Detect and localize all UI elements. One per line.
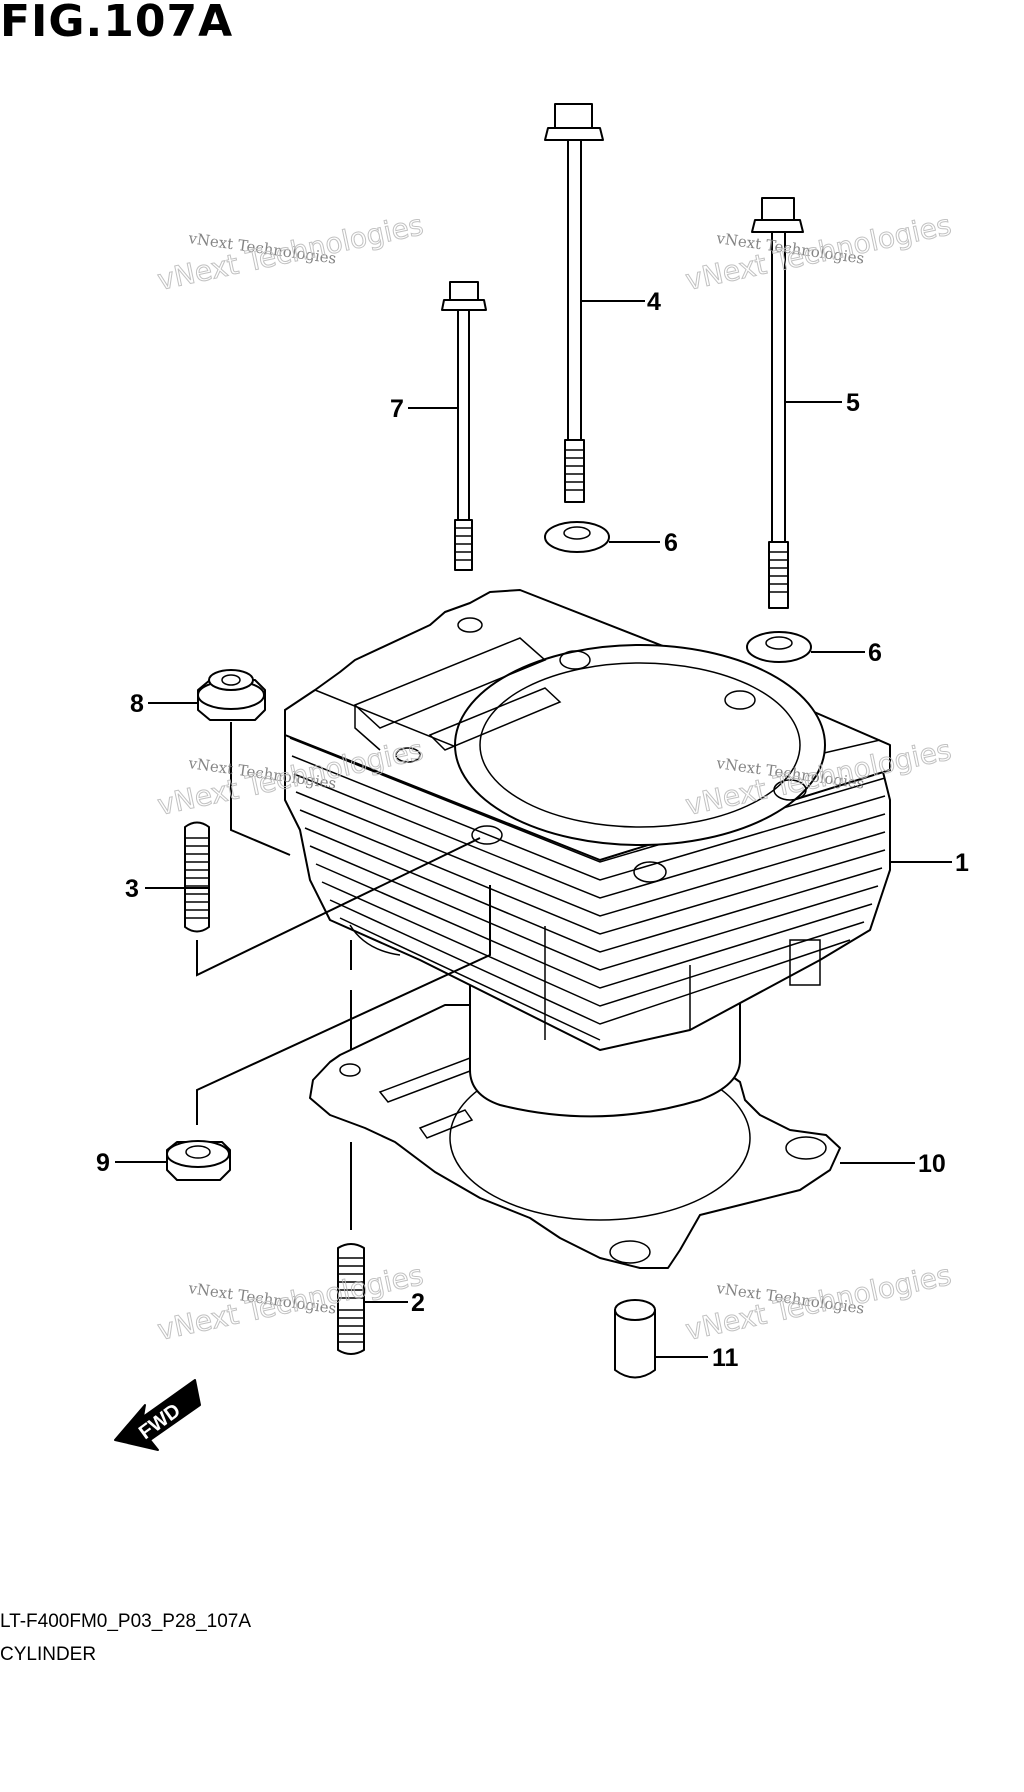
callout-8: 8 [130,690,144,718]
callout-1: 1 [955,849,969,877]
fwd-direction-arrow: FWD [114,1379,201,1451]
figure-code: LT-F400FM0_P03_P28_107A [0,1611,251,1632]
part-3-stud [184,821,210,933]
callout-3: 3 [125,875,139,903]
callout-9: 9 [96,1149,110,1177]
svg-text:vNext Technologies: vNext Technologies [155,208,427,297]
part-6-washer-upper [544,521,610,553]
part-11-dowel-pin [614,1299,656,1379]
callout-2: 2 [411,1289,425,1317]
part-6-washer-lower [746,631,812,663]
callout-4: 4 [647,288,661,316]
leader-lines [115,300,952,1358]
part-2-stud [337,1243,365,1355]
assembly-guide-lines [196,722,491,1230]
watermark-bottom-right: vNext Technologies vNext Technologies [682,1258,955,1348]
part-7-bolt [441,281,487,571]
callout-7: 7 [390,395,404,423]
part-1-cylinder [284,589,891,1118]
callout-6a: 6 [664,529,678,557]
callout-6b: 6 [868,639,882,667]
figure-name: CYLINDER [0,1644,96,1665]
callout-11: 11 [712,1344,739,1372]
watermark-top-left: vNext Technologies vNext Technologies [154,208,427,298]
callouts: 1 2 3 4 5 6 6 7 8 9 10 11 [96,288,969,1372]
watermark-top-right: vNext Technologies vNext Technologies [682,208,955,298]
callout-10: 10 [918,1150,946,1178]
part-8-nut [197,669,266,721]
svg-text:vNext Technologies: vNext Technologies [683,1258,955,1347]
callout-5: 5 [846,389,860,417]
part-9-nut [166,1140,231,1181]
part-4-bolt [544,103,604,503]
part-5-bolt [751,197,804,609]
svg-text:vNext Technologies: vNext Technologies [683,208,955,297]
figure-title: FIG.107A [0,0,233,47]
